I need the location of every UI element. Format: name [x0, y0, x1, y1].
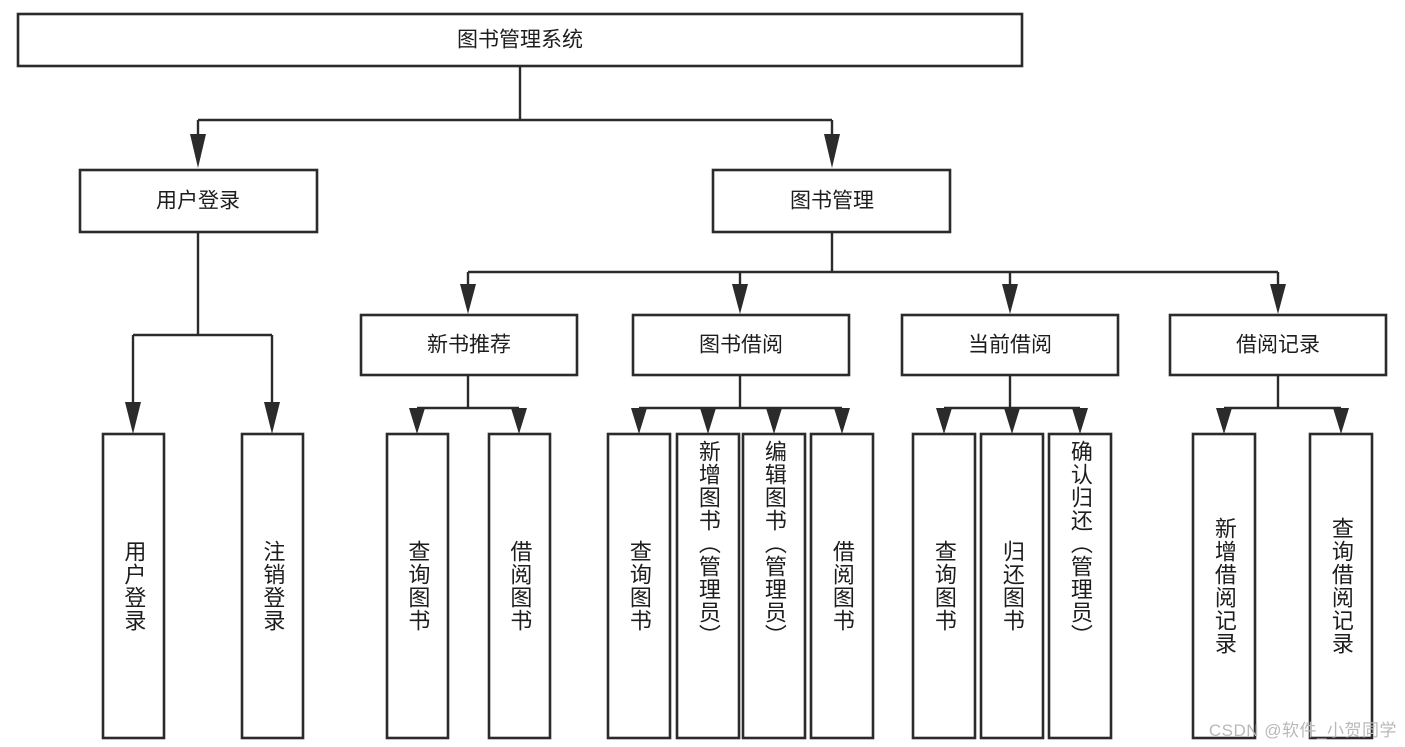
node-book-manage-box[interactable]	[711, 168, 952, 234]
arrowhead-leaf-user-login	[125, 402, 141, 434]
connector-root-to-level2	[190, 66, 840, 168]
node-borrow-record-box[interactable]	[1168, 313, 1388, 377]
arrowhead-br-leaf-2	[1333, 408, 1349, 434]
watermark-text: CSDN @软件_小贺同学	[1208, 721, 1397, 740]
node-current-borrow-label: 当前借阅	[968, 334, 1052, 357]
connector-bookmanage-to-level3	[460, 233, 1286, 314]
arrowhead-cb-leaf-1	[936, 408, 952, 434]
node-user-login-label: 用户登录	[156, 190, 240, 213]
arrowhead-nb-leaf-2	[511, 408, 527, 434]
arrowhead-cb-leaf-2	[1004, 408, 1020, 434]
node-book-borrow-label: 图书借阅	[699, 334, 783, 357]
leaf-box-nb-borrow-book[interactable]	[487, 432, 552, 740]
node-root-box[interactable]	[16, 12, 1024, 68]
arrowhead-bb-leaf-4	[834, 408, 850, 434]
leaf-box-cb-return-book[interactable]	[979, 432, 1045, 740]
leaf-box-cb-query-book[interactable]	[911, 432, 977, 740]
arrowhead-br-leaf-1	[1216, 408, 1232, 434]
leaf-box-bb-query-book[interactable]	[606, 432, 672, 740]
node-new-book-recommend-box[interactable]	[359, 313, 579, 377]
connector-newbook-to-leaves	[409, 376, 527, 434]
leaf-box-br-query-record[interactable]	[1308, 432, 1374, 740]
leaf-box-cb-confirm-return[interactable]	[1047, 432, 1113, 740]
node-book-borrow-box[interactable]	[631, 313, 851, 377]
arrowhead-cb-leaf-3	[1072, 408, 1088, 434]
connector-bookborrow-to-leaves	[631, 376, 850, 434]
arrowhead-leaf-logout	[264, 402, 280, 434]
leaf-box-bb-edit-book[interactable]	[741, 432, 807, 740]
node-root-label: 图书管理系统	[457, 29, 583, 52]
connector-borrowrecord-to-leaves	[1216, 376, 1349, 434]
leaf-box-bb-add-book[interactable]	[675, 432, 741, 740]
node-borrow-record-label: 借阅记录	[1236, 334, 1320, 357]
leaf-box-user-login[interactable]	[101, 432, 166, 740]
leaf-box-br-add-record[interactable]	[1191, 432, 1257, 740]
arrowhead-borrow-record	[1270, 284, 1286, 314]
connector-userlogin-to-leaves	[125, 233, 280, 434]
leaf-box-nb-query-book[interactable]	[385, 432, 450, 740]
leaf-box-logout[interactable]	[240, 432, 305, 740]
arrowhead-book-borrow	[732, 284, 748, 314]
arrowhead-new-book-recommend	[460, 284, 476, 314]
arrowhead-nb-leaf-1	[409, 408, 425, 434]
arrowhead-bb-leaf-1	[631, 408, 647, 434]
arrowhead-user-login	[190, 134, 206, 168]
leaf-box-bb-borrow-book[interactable]	[809, 432, 875, 740]
arrowhead-current-borrow	[1002, 284, 1018, 314]
node-user-login-box[interactable]	[78, 168, 319, 234]
connector-currentborrow-to-leaves	[936, 376, 1088, 434]
node-book-manage-label: 图书管理	[790, 190, 874, 213]
arrowhead-bb-leaf-2	[700, 408, 716, 434]
node-new-book-recommend-label: 新书推荐	[427, 334, 511, 357]
arrowhead-bb-leaf-3	[766, 408, 782, 434]
arrowhead-book-manage	[824, 134, 840, 168]
node-current-borrow-box[interactable]	[900, 313, 1120, 377]
